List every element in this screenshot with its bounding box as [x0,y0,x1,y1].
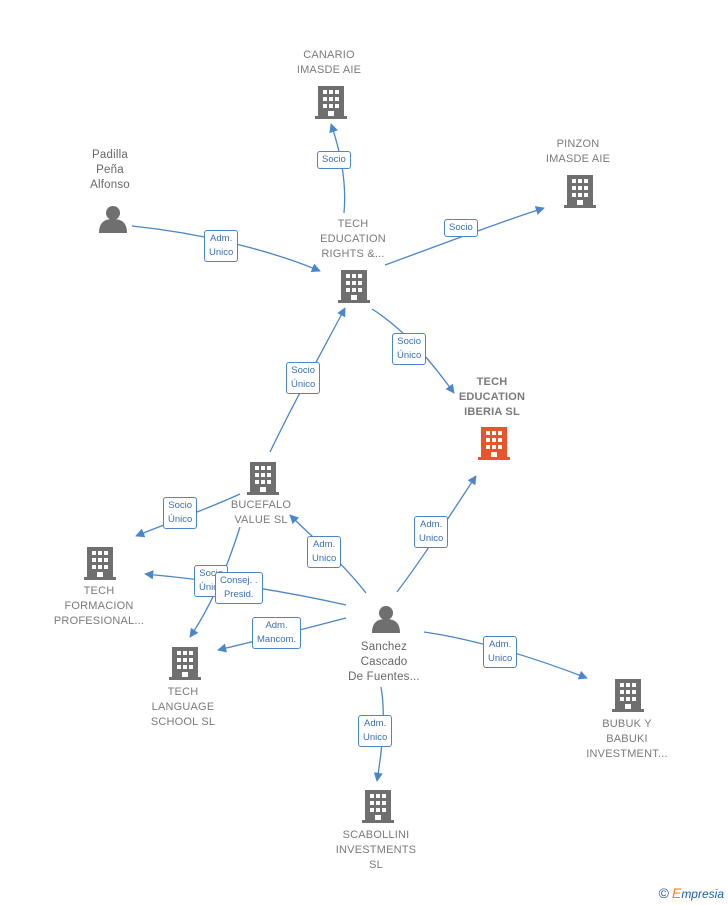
label-line: IMASDE AIE [545,153,611,165]
node-label-scabollini[interactable]: SCABOLLINI INVESTMENTS SL [316,828,436,873]
label-line: De Fuentes... [348,671,420,683]
edge-label-line: Unico [363,732,388,743]
building-icon[interactable] [338,270,370,303]
label-line: VALUE SL [234,514,288,526]
edge-label-line: Presid. [223,589,254,600]
label-line: TECH [337,218,369,230]
label-line: EDUCATION [458,391,526,403]
edge-label-line: Adm. [313,539,336,550]
label-line: Padilla [92,149,128,161]
edge-label-line: Socio [449,222,473,233]
label-line: RIGHTS &... [321,248,385,260]
node-label-tech-formacion[interactable]: TECH FORMACION PROFESIONAL... [39,584,159,629]
edge-label-line: Unico [419,533,444,544]
node-label-padilla[interactable]: Padilla Peña Alfonso [50,148,170,193]
edge-label-padilla-rights[interactable]: Adm. Unico [204,230,239,262]
label-line: INVESTMENTS [335,844,417,856]
label-line: IBERIA SL [464,406,520,418]
edge-label-bucefalo-formacion[interactable]: Socio Único [163,497,198,529]
edge-label-line: Unico [312,553,337,564]
edge-label-line: Unico [488,653,513,664]
edge-label-rights-canario[interactable]: Socio [317,151,351,169]
person-icon[interactable] [372,606,400,633]
edge-label-line: Único [199,582,224,593]
node-label-tech-iberia[interactable]: TECH EDUCATION IBERIA SL [432,375,552,420]
brand-initial: E [671,885,682,901]
edge-label-line: Unico [209,247,234,258]
edge-label-rights-pinzon[interactable]: Socio [444,219,478,237]
edge-label-line: Único [397,350,422,361]
edge-label-rights-iberia[interactable]: Socio Único [392,333,427,365]
label-line: Sanchez [360,641,408,653]
label-line: FORMACION [64,600,134,612]
node-label-pinzon[interactable]: PINZON IMASDE AIE [518,137,638,167]
node-label-tech-language[interactable]: TECH LANGUAGE SCHOOL SL [123,685,243,730]
empresia-credit[interactable]: ©Empresia [659,885,724,901]
label-line: PINZON [556,138,600,150]
building-icon-focus[interactable] [478,427,510,460]
label-line: BUBUK Y [602,718,652,730]
label-line: PROFESIONAL... [53,615,145,627]
label-line: BABUKI [606,733,648,745]
edge-label-sanchez-formacion[interactable]: Consej. . Presid. [215,572,263,604]
label-line: Peña [96,164,124,176]
label-line: SCHOOL SL [150,716,216,728]
edge-label-line: Socio [322,154,346,165]
label-line: CANARIO [303,49,355,61]
building-icon[interactable] [169,647,201,680]
node-label-bubuk[interactable]: BUBUK Y BABUKI INVESTMENT... [567,717,687,762]
edge-label-line: Adm. [265,620,288,631]
node-label-sanchez[interactable]: Sanchez Cascado De Fuentes... [324,640,444,685]
edge-label-line: Socio [397,336,422,347]
edge-label-line: Adm. [420,519,443,530]
node-label-bucefalo[interactable]: BUCEFALO VALUE SL [201,498,321,528]
node-label-canario[interactable]: CANARIO IMASDE AIE [269,48,389,78]
building-icon[interactable] [564,175,596,208]
edge-label-sanchez-bubuk[interactable]: Adm. Unico [483,636,518,668]
label-line: SCABOLLINI [342,829,410,841]
building-icon[interactable] [362,790,394,823]
label-line: EDUCATION [320,233,386,245]
edge-label-line: Socio [168,500,193,511]
copyright-icon: © [658,885,669,901]
node-label-tech-rights[interactable]: TECH EDUCATION RIGHTS &... [293,217,413,262]
edge-label-line: Único [291,379,316,390]
edge-label-line: Mancom. [257,634,297,645]
label-line: IMASDE AIE [296,64,362,76]
label-line: TECH [83,585,115,597]
label-line: TECH [476,376,508,388]
edge-label-line: Adm. [210,233,233,244]
edge-label-line: Único [168,514,193,525]
edge-label-line: Consej. . [220,575,258,586]
edge-label-sanchez-scabollini[interactable]: Adm. Unico [358,715,393,747]
building-icon[interactable] [315,86,347,119]
edge-label-sanchez-language[interactable]: Adm. Mancom. [252,617,302,649]
label-line: Alfonso [90,179,130,191]
label-line: SL [369,859,383,871]
label-line: LANGUAGE [151,701,215,713]
edge-label-line: Socio [291,365,316,376]
brand-name: mpresia [681,887,724,901]
edge-label-sanchez-iberia[interactable]: Adm. Unico [414,516,449,548]
building-icon[interactable] [612,679,644,712]
label-line: Cascado [360,656,408,668]
person-icon[interactable] [99,206,127,233]
edge-label-line: Adm. [489,639,512,650]
edge-label-line: Adm. [364,718,387,729]
edge-label-sanchez-bucefalo[interactable]: Adm. Unico [307,536,342,568]
building-icon[interactable] [247,462,279,495]
label-line: BUCEFALO [230,499,292,511]
label-line: TECH [167,686,199,698]
edge-label-bucefalo-rights[interactable]: Socio Único [286,362,321,394]
building-icon[interactable] [84,547,116,580]
label-line: INVESTMENT... [586,748,668,760]
edge-label-line: Socio [199,568,224,579]
